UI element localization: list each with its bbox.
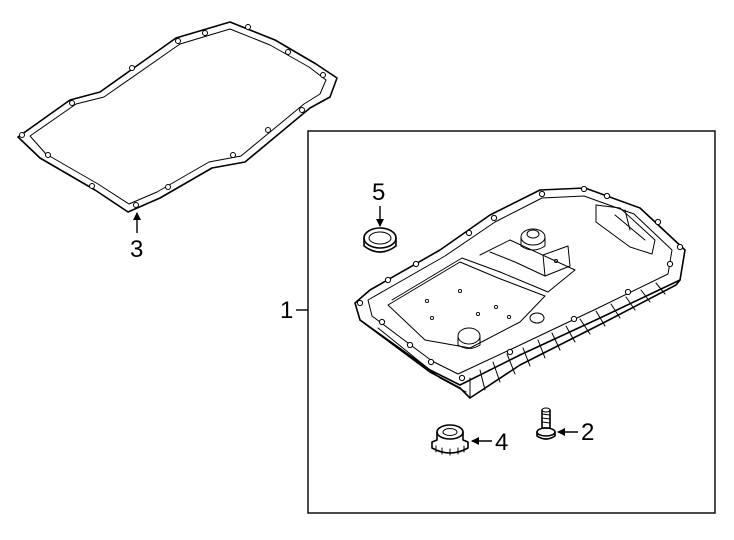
callout-3-label: 3 bbox=[130, 236, 143, 263]
gasket-part bbox=[17, 21, 338, 213]
callout-4-label: 4 bbox=[495, 429, 508, 456]
callout-2-label: 2 bbox=[581, 419, 594, 446]
bolt-part bbox=[536, 407, 556, 440]
oil-pan-part bbox=[354, 185, 686, 399]
callout-1-label: 1 bbox=[280, 297, 293, 324]
drain-plug-part bbox=[431, 424, 469, 456]
plug-part bbox=[363, 227, 397, 253]
assembly-frame bbox=[307, 130, 716, 514]
callout-5-label: 5 bbox=[372, 179, 385, 206]
